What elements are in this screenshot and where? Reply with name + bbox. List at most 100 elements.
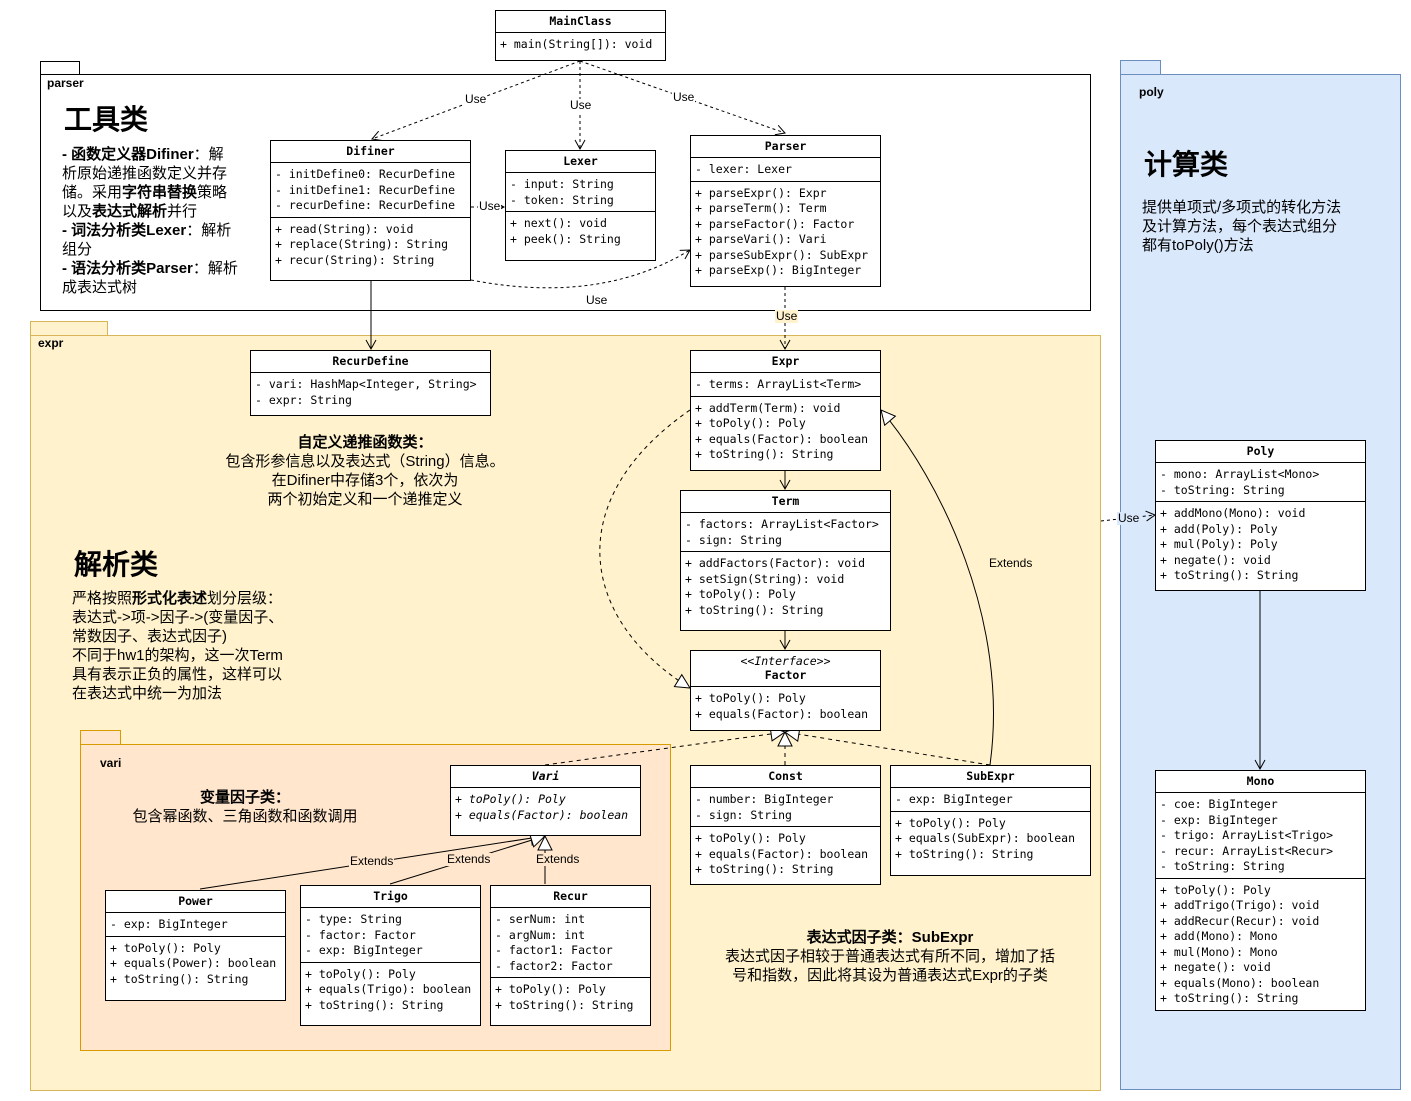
interface-header: <<Interface>> Factor: [691, 651, 880, 687]
method: + add(Mono): Mono: [1160, 929, 1278, 943]
fields-section: - number: BigInteger - sign: String: [691, 788, 880, 827]
const-class[interactable]: Const - number: BigInteger - sign: Strin…: [690, 765, 881, 885]
factor-interface[interactable]: <<Interface>> Factor + toPoly(): Poly + …: [690, 650, 881, 731]
methods-section: + next(): void + peek(): String: [506, 212, 655, 250]
subexpr-class[interactable]: SubExpr - exp: BigInteger + toPoly(): Po…: [890, 765, 1091, 876]
edge-label-extends: Extends: [349, 854, 395, 868]
method: + equals(Factor): boolean: [695, 706, 869, 721]
note-text: 具有表示正负的属性，这样可以: [72, 666, 283, 683]
method: + equals(SubExpr): boolean: [895, 831, 1076, 845]
lexer-class[interactable]: Lexer - input: String - token: String + …: [505, 150, 656, 261]
poly-class[interactable]: Poly - mono: ArrayList<Mono> - toString:…: [1155, 440, 1366, 591]
field: - type: String: [305, 912, 402, 926]
method: + toPoly(): Poly: [110, 940, 221, 955]
field: - toString: String: [1160, 859, 1285, 873]
methods-section: + toPoly(): Poly + equals(Factor): boole…: [691, 827, 880, 881]
parse-section-description: 严格按照形式化表述划分层级： 表达式->项->因子->(变量因子、 常数因子、表…: [72, 589, 312, 703]
note-bold: 表达式解析: [92, 203, 168, 220]
method: + parseFactor(): Factor: [695, 216, 855, 231]
class-name: Lexer: [506, 151, 655, 173]
difiner-class[interactable]: Difiner - initDefine0: RecurDefine - ini…: [270, 140, 471, 281]
edge-label-extends: Extends: [988, 556, 1034, 570]
note-text: 都有toPoly()方法: [1142, 237, 1254, 254]
method: + negate(): void: [1160, 552, 1271, 567]
method: + peek(): String: [510, 231, 621, 246]
trigo-class[interactable]: Trigo - type: String - factor: Factor - …: [300, 885, 481, 1026]
class-name: Trigo: [301, 886, 480, 908]
field: - mono: ArrayList<Mono>: [1160, 467, 1320, 481]
vari-abstract-class[interactable]: Vari + toPoly(): Poly + equals(Factor): …: [450, 765, 641, 836]
methods-section: + toPoly(): Poly + addTrigo(Trigo): void…: [1156, 879, 1365, 1010]
field: - exp: BigInteger: [110, 917, 228, 931]
note-text: 在表达式中统一为加法: [72, 685, 223, 702]
note-text: 以及: [62, 203, 93, 220]
method: + toPoly(): Poly: [1160, 882, 1271, 897]
note-text: 及计算方法，每个表达式组分: [1142, 218, 1338, 235]
method: + toPoly(): Poly: [685, 587, 796, 601]
term-class[interactable]: Term - factors: ArrayList<Factor> - sign…: [680, 490, 891, 631]
parser-class[interactable]: Parser - lexer: Lexer + parseExpr(): Exp…: [690, 135, 881, 287]
method: + toString(): String: [495, 997, 634, 1012]
edge-label-extends: Extends: [535, 852, 581, 866]
method: + equals(Mono): boolean: [1160, 975, 1320, 990]
method: + addTrigo(Trigo): void: [1160, 898, 1320, 912]
mono-class[interactable]: Mono - coe: BigInteger - exp: BigInteger…: [1155, 770, 1366, 1011]
expr-class[interactable]: Expr - terms: ArrayList<Term> + addTerm(…: [690, 350, 881, 471]
method: + parseExpr(): Expr: [695, 185, 827, 200]
field: - token: String: [510, 192, 614, 207]
edge-label-use: Use: [585, 293, 609, 307]
class-name: Vari: [451, 766, 640, 788]
recur-class[interactable]: Recur - serNum: int - argNum: int - fact…: [490, 885, 651, 1026]
field: - factor: Factor: [305, 927, 416, 942]
class-name: Mono: [1156, 771, 1365, 793]
method: + addTerm(Term): void: [695, 400, 841, 415]
parse-section-title: 解析类: [74, 549, 159, 580]
class-name: Poly: [1156, 441, 1365, 463]
field: - vari: HashMap<Integer, String>: [255, 377, 477, 391]
field: - exp: BigInteger: [1160, 812, 1278, 827]
method: + toString(): String: [1160, 568, 1299, 582]
edge-label-use: Use: [478, 199, 502, 213]
field: - toString: String: [1160, 482, 1285, 497]
field: - factors: ArrayList<Factor>: [685, 517, 879, 531]
power-class[interactable]: Power - exp: BigInteger + toPoly(): Poly…: [105, 890, 286, 1001]
note-text: 提供单项式/多项式的转化方法: [1142, 199, 1342, 216]
field: - sign: String: [685, 532, 782, 547]
fields-section: - vari: HashMap<Integer, String> - expr:…: [251, 373, 490, 411]
fields-section: - mono: ArrayList<Mono> - toString: Stri…: [1156, 463, 1365, 502]
mainclass-class[interactable]: MainClass + main(String[]): void: [495, 10, 666, 61]
class-name: Power: [106, 891, 285, 913]
note-text: ：解析: [192, 260, 238, 277]
method: + toString(): String: [305, 997, 444, 1012]
fields-section: - input: String - token: String: [506, 173, 655, 212]
note-text: 表达式因子相较于普通表达式有所不同，增加了括: [724, 948, 1055, 965]
method: + next(): void: [510, 216, 607, 230]
note-text: ：解析: [186, 222, 232, 239]
methods-section: + addMono(Mono): void + add(Poly): Poly …: [1156, 502, 1365, 587]
methods-section: + main(String[]): void: [496, 33, 665, 56]
field: - initDefine0: RecurDefine: [275, 167, 456, 181]
edge-label-use: Use: [464, 92, 488, 106]
note-text: 常数因子、表达式因子): [72, 628, 227, 645]
recurdefine-class[interactable]: RecurDefine - vari: HashMap<Integer, Str…: [250, 350, 491, 416]
method: + parseExp(): BigInteger: [695, 263, 862, 277]
note-text: 析原始递推函数定义并存: [62, 165, 228, 182]
calc-section-description: 提供单项式/多项式的转化方法 及计算方法，每个表达式组分 都有toPoly()方…: [1142, 198, 1382, 255]
field: - argNum: int: [495, 927, 586, 942]
class-name: Recur: [491, 886, 650, 908]
method: + add(Poly): Poly: [1160, 521, 1278, 536]
expr-package-label: expr: [38, 336, 64, 350]
method: + parseVari(): Vari: [695, 232, 827, 246]
edge-label-use: Use: [569, 98, 593, 112]
method: + toString(): String: [1160, 991, 1299, 1005]
method: + addFactors(Factor): void: [685, 556, 866, 570]
method: + toPoly(): Poly: [305, 966, 416, 981]
method: + parseTerm(): Term: [695, 201, 827, 215]
vari-note-title: 变量因子类：: [199, 789, 290, 806]
method: + equals(Factor): boolean: [455, 807, 629, 822]
method: + toString(): String: [685, 602, 824, 617]
methods-section: + toPoly(): Poly + toString(): String: [491, 978, 650, 1016]
note-text: 成表达式树: [62, 279, 138, 296]
expr-package-tab: [30, 321, 108, 335]
fields-section: - terms: ArrayList<Term>: [691, 373, 880, 397]
